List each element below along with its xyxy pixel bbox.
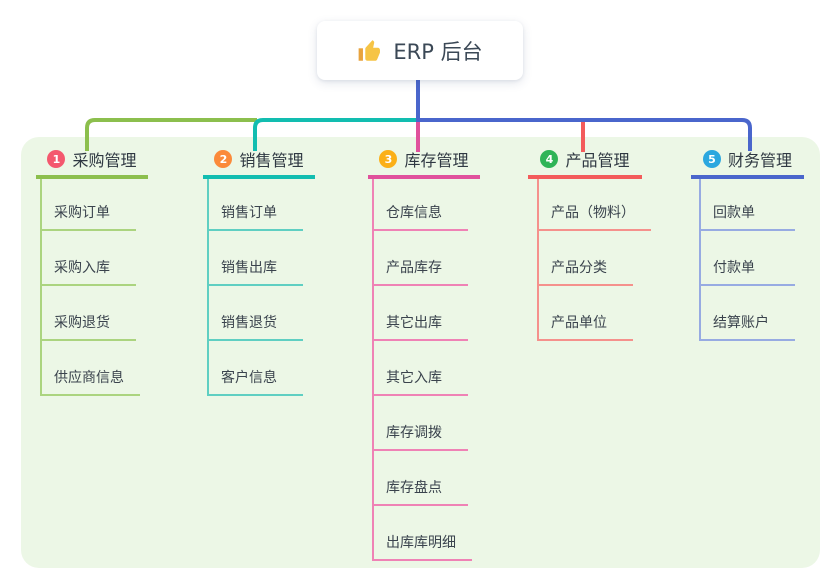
branch-title-label: 财务管理 — [727, 151, 792, 170]
child-node[interactable]: 其它出库 — [372, 315, 468, 341]
child-node[interactable]: 回款单 — [699, 205, 795, 231]
root-node[interactable]: ERP 后台 — [317, 21, 523, 80]
branch-title-label: 库存管理 — [404, 151, 469, 170]
branch-node-inventory[interactable]: 3 库存管理 — [368, 148, 480, 179]
branch-number-badge: 1 — [47, 150, 66, 168]
branches-background-panel — [21, 137, 820, 568]
child-node[interactable]: 结算账户 — [699, 315, 795, 341]
branch-node-sales[interactable]: 2 销售管理 — [203, 148, 315, 179]
branch-3-child-rail — [372, 179, 374, 559]
branch-number-badge: 3 — [379, 150, 398, 168]
child-node[interactable]: 采购退货 — [40, 315, 136, 341]
branch-number-badge: 5 — [702, 150, 721, 168]
child-node[interactable]: 仓库信息 — [372, 205, 468, 231]
branch-node-purchase[interactable]: 1 采购管理 — [36, 148, 148, 179]
branch-title-label: 产品管理 — [565, 151, 630, 170]
child-node[interactable]: 产品库存 — [372, 260, 468, 286]
branch-4-child-rail — [537, 179, 539, 339]
branch-title-label: 采购管理 — [72, 151, 137, 170]
child-node[interactable]: 产品单位 — [537, 315, 633, 341]
branch-number-badge: 4 — [540, 150, 559, 168]
branch-number-badge: 2 — [214, 150, 233, 168]
branch-title-label: 销售管理 — [239, 151, 304, 170]
branch-2-child-rail — [207, 179, 209, 394]
child-node[interactable]: 产品（物料） — [537, 205, 651, 231]
child-node[interactable]: 销售退货 — [207, 315, 303, 341]
child-node[interactable]: 出库库明细 — [372, 535, 472, 561]
branch-node-finance[interactable]: 5 财务管理 — [691, 148, 804, 179]
child-node[interactable]: 库存调拨 — [372, 425, 468, 451]
branch-node-product[interactable]: 4 产品管理 — [528, 148, 642, 179]
child-node[interactable]: 采购订单 — [40, 205, 136, 231]
child-node[interactable]: 产品分类 — [537, 260, 633, 286]
child-node[interactable]: 库存盘点 — [372, 480, 468, 506]
child-node[interactable]: 客户信息 — [207, 370, 303, 396]
child-node[interactable]: 采购入库 — [40, 260, 136, 286]
branch-5-child-rail — [699, 179, 701, 339]
child-node[interactable]: 付款单 — [699, 260, 795, 286]
child-node[interactable]: 销售订单 — [207, 205, 303, 231]
child-node[interactable]: 其它入库 — [372, 370, 468, 396]
root-label: ERP 后台 — [393, 39, 483, 64]
branch-1-child-rail — [40, 179, 42, 394]
child-node[interactable]: 销售出库 — [207, 260, 303, 286]
child-node[interactable]: 供应商信息 — [40, 370, 140, 396]
thumbs-up-icon — [359, 39, 381, 61]
